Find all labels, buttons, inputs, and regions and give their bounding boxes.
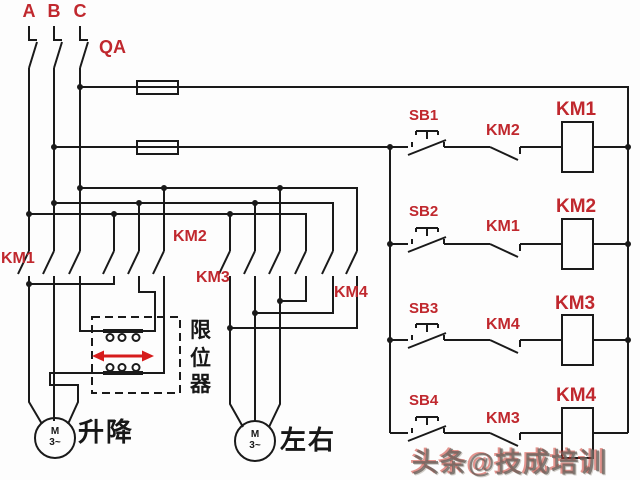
motor1-symbol-text: M bbox=[50, 426, 60, 437]
limit-device-box bbox=[91, 316, 181, 394]
sb4-label: SB4 bbox=[409, 392, 439, 409]
km2-main-label: KM2 bbox=[173, 228, 207, 245]
km2-output-wires bbox=[29, 276, 165, 374]
km3-output-wires bbox=[229, 276, 281, 428]
qa-label: QA bbox=[99, 37, 126, 57]
main-contact-blades bbox=[17, 250, 358, 275]
motor2-label: 左右 bbox=[280, 425, 337, 455]
rung2-interlock-label: KM1 bbox=[486, 218, 520, 235]
limit-device-label-char-2: 位 bbox=[190, 347, 211, 370]
limit-contact-lower bbox=[49, 363, 143, 425]
motor-1-symbol bbox=[34, 417, 76, 459]
travel-arrow bbox=[92, 350, 154, 362]
motor2-phase-text: 3~ bbox=[249, 440, 261, 451]
rung-4 bbox=[390, 407, 628, 459]
km1-main-label: KM1 bbox=[1, 250, 35, 267]
km1-coil-label: KM1 bbox=[556, 99, 597, 120]
phase-label-b: B bbox=[47, 1, 61, 21]
km4-output-wires bbox=[230, 276, 358, 329]
motor-2-symbol bbox=[234, 420, 276, 462]
rung-1 bbox=[407, 121, 628, 173]
junction-dots bbox=[26, 84, 631, 343]
motor1-phase-text: 3~ bbox=[49, 437, 61, 448]
control-feed-lines bbox=[54, 86, 629, 433]
sb3-label: SB3 bbox=[409, 300, 439, 317]
phase-label-c: C bbox=[73, 1, 87, 21]
watermark: 头条@技成培训 bbox=[412, 448, 608, 478]
km4-coil-label: KM4 bbox=[556, 385, 597, 406]
phase-buses bbox=[29, 187, 358, 251]
motor2-symbol-text: M bbox=[250, 429, 260, 440]
km4-main-label: KM4 bbox=[334, 284, 368, 301]
limit-device-label-char-1: 限 bbox=[190, 319, 211, 342]
rung-3 bbox=[390, 314, 628, 366]
rung3-interlock-label: KM4 bbox=[486, 316, 520, 333]
fuse-2 bbox=[136, 140, 179, 155]
sb1-label: SB1 bbox=[409, 107, 439, 124]
km2-coil-label: KM2 bbox=[556, 196, 597, 217]
fuse-1 bbox=[136, 80, 179, 95]
km3-main-label: KM3 bbox=[196, 269, 230, 286]
limit-device-label-char-3: 器 bbox=[190, 373, 211, 396]
rung-2 bbox=[390, 218, 628, 270]
km3-coil-label: KM3 bbox=[555, 293, 596, 314]
motor1-label: 升降 bbox=[78, 417, 135, 447]
km1-output-wires bbox=[28, 276, 103, 425]
qa-disconnect-switch bbox=[28, 26, 89, 251]
rung1-interlock-label: KM2 bbox=[486, 122, 520, 139]
limit-contact-upper bbox=[103, 329, 143, 342]
rung4-interlock-label: KM3 bbox=[486, 410, 520, 427]
phase-label-a: A bbox=[22, 1, 36, 21]
sb2-label: SB2 bbox=[409, 203, 439, 220]
